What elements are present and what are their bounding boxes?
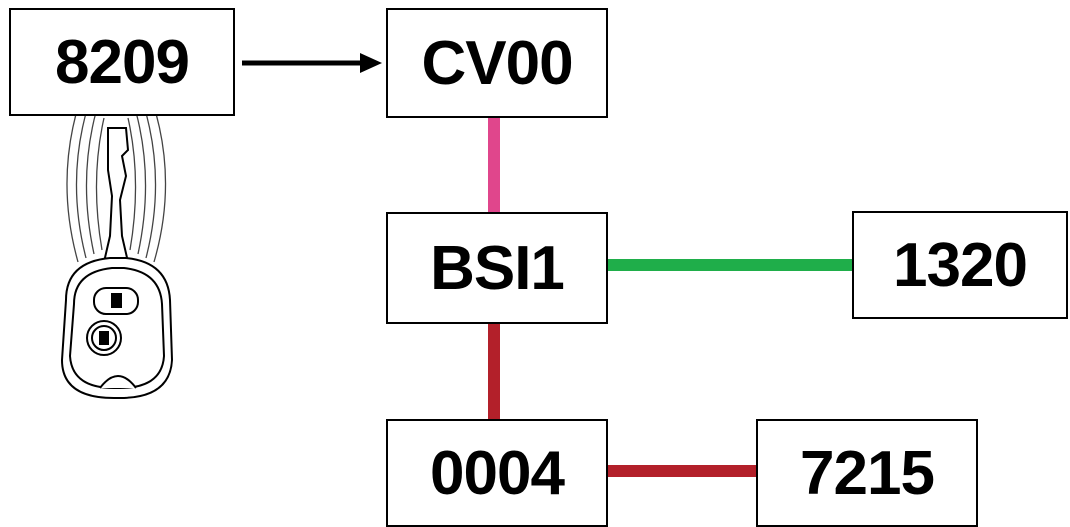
- node-0004: 0004: [386, 419, 608, 527]
- arrow-8209-to-cv00: [242, 53, 382, 73]
- radio-waves-icon: [66, 89, 167, 263]
- node-1320: 1320: [852, 211, 1068, 319]
- car-key-remote-icon: [60, 127, 174, 399]
- node-7215: 7215: [756, 419, 978, 527]
- node-cv00: CV00: [386, 8, 608, 118]
- node-bsi1: BSI1: [386, 212, 608, 324]
- node-8209: 8209: [9, 8, 235, 116]
